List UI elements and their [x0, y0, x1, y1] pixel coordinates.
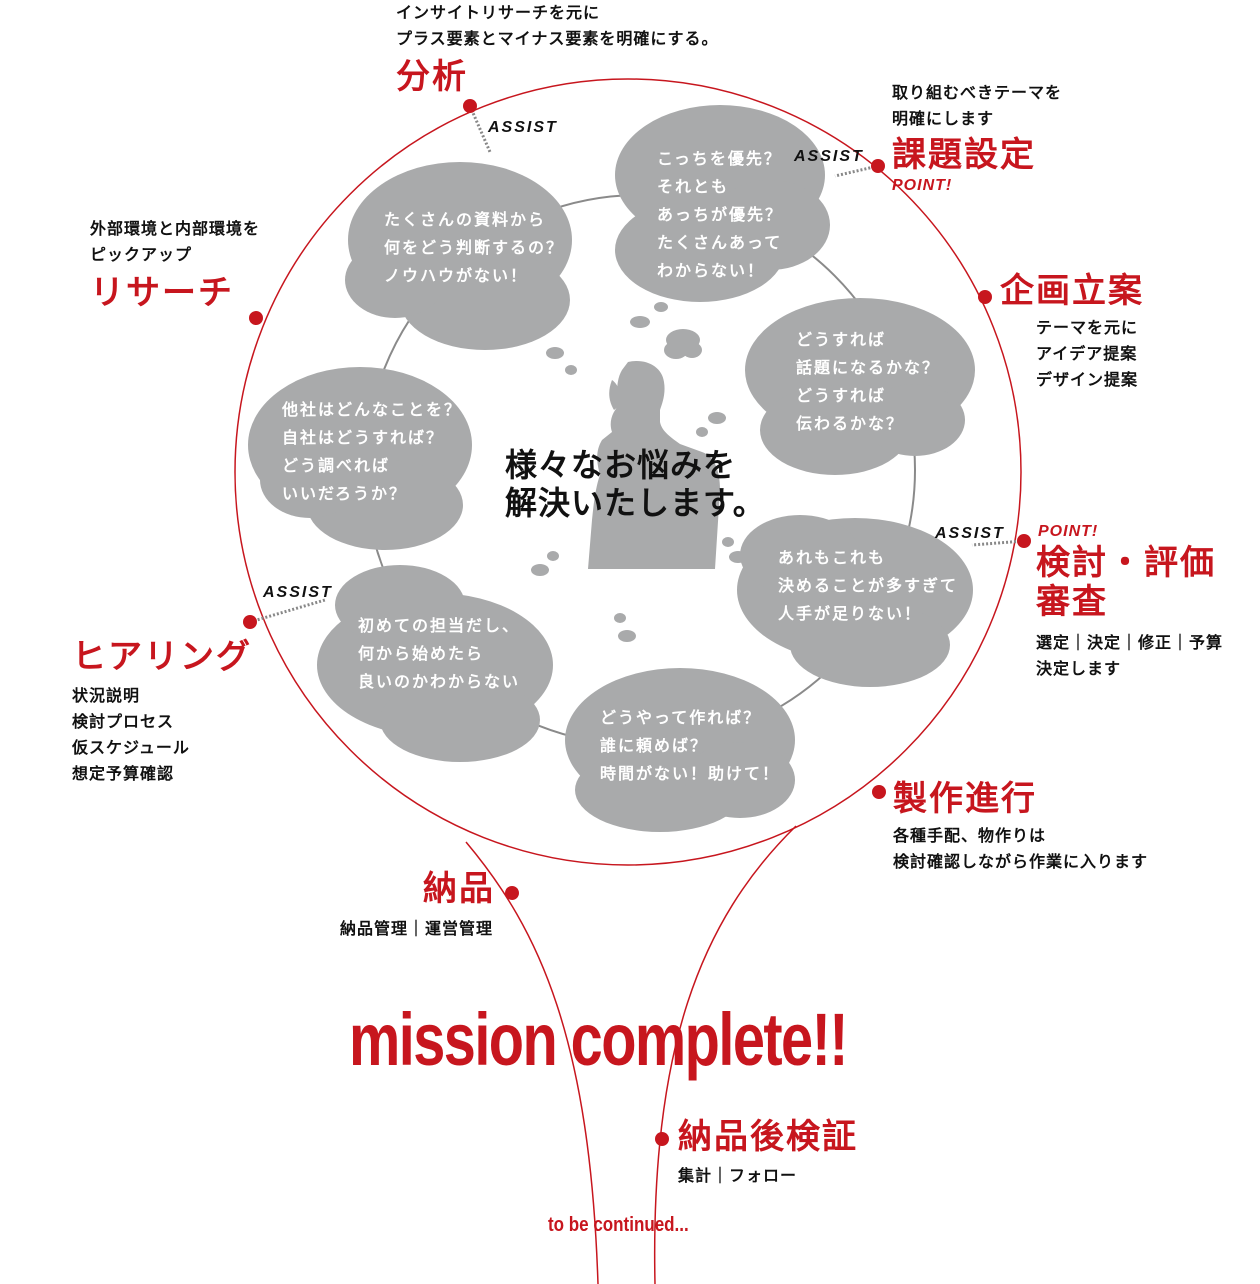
stage-seisaku: 製作進行 各種手配、物作りは 検討確認しながら作業に入ります — [893, 780, 1148, 875]
mission-complete-heading: mission complete!! — [349, 997, 847, 1082]
stage-desc-line: デザイン提案 — [1036, 367, 1144, 393]
stage-kensho: 納品後検証 集計｜フォロー — [678, 1118, 858, 1189]
bubble-line: わからない！ — [657, 257, 783, 285]
stage-title-research: リサーチ — [90, 274, 260, 313]
bubble-line: 伝わるかな？ — [796, 410, 940, 438]
bubble-text-priority: こっちを優先？ それとも あっちが優先？ たくさんあって わからない！ — [657, 145, 783, 285]
point-badge-kadai: POINT! — [892, 177, 952, 195]
bubble-line: 決めることが多すぎて — [778, 572, 958, 600]
stage-desc-line: 選定｜決定｜修正｜予算 — [1036, 630, 1223, 656]
bubble-line: 初めての担当だし、 — [358, 612, 520, 640]
stage-dot-kikaku — [978, 290, 992, 304]
stage-title-kensho: 納品後検証 — [678, 1118, 858, 1157]
bubble-line: 自社はどうすれば？ — [282, 424, 462, 452]
bubble-line: 誰に頼めば？ — [600, 732, 780, 760]
center-message: 様々なお悩みを 解決いたします。 — [505, 446, 766, 522]
bubble-line: どうすれば — [796, 326, 940, 354]
stage-research: 外部環境と内部環境を ピックアップ リサーチ — [90, 216, 260, 313]
stage-kadai: 取り組むべきテーマを 明確にします 課題設定 — [892, 80, 1062, 175]
bubble-line: 何から始めたら — [358, 640, 520, 668]
bubble-line: たくさんの資料から — [384, 206, 564, 234]
bubble-line: あれもこれも — [778, 544, 958, 572]
stage-dot-nouhin — [505, 886, 519, 900]
stage-dot-seisaku — [872, 785, 886, 799]
stage-desc-line: アイデア提案 — [1036, 341, 1144, 367]
brain-icon — [664, 329, 702, 359]
bubble-line: 何をどう判断するの？ — [384, 234, 564, 262]
stage-desc-line: 想定予算確認 — [72, 761, 252, 787]
center-message-line: 解決いたします。 — [505, 484, 766, 522]
stage-desc-line: 検討確認しながら作業に入ります — [893, 849, 1148, 875]
assist-label-kentou: ASSIST — [935, 525, 1005, 543]
bubble-line: どうやって作れば？ — [600, 704, 780, 732]
stage-dot-kadai — [871, 159, 885, 173]
stage-title-seisaku: 製作進行 — [893, 780, 1148, 819]
stage-desc-line: 決定します — [1036, 656, 1223, 682]
stage-kentou: 検討・評価 審査 選定｜決定｜修正｜予算 決定します — [1036, 544, 1223, 682]
bubble-line: あっちが優先？ — [657, 201, 783, 229]
bubble-line: どうすれば — [796, 382, 940, 410]
stage-dot-kentou — [1017, 534, 1031, 548]
stage-desc-line: 仮スケジュール — [72, 735, 252, 761]
stage-hearing: ヒアリング 状況説明 検討プロセス 仮スケジュール 想定予算確認 — [72, 638, 252, 787]
assist-label-bunseki: ASSIST — [488, 119, 558, 137]
stage-desc-line: 外部環境と内部環境を — [90, 216, 260, 242]
stage-desc-line: プラス要素とマイナス要素を明確にする。 — [396, 26, 719, 52]
stage-title-nouhin: 納品 — [423, 870, 495, 909]
bubble-line: 他社はどんなことを？ — [282, 396, 462, 424]
bubble-text-topic: どうすれば 話題になるかな？ どうすれば 伝わるかな？ — [796, 326, 940, 438]
stage-desc-line: 取り組むべきテーマを — [892, 80, 1062, 106]
stage-title-bunseki: 分析 — [396, 58, 719, 97]
stage-title-hearing: ヒアリング — [72, 638, 252, 677]
bubble-text-others: 他社はどんなことを？ 自社はどうすれば？ どう調べれば いいだろうか？ — [282, 396, 462, 508]
assist-connector-bunseki — [470, 106, 490, 152]
stage-nouhin: 納品 — [423, 870, 495, 909]
stage-dot-research — [249, 311, 263, 325]
bubble-line: いいだろうか？ — [282, 480, 462, 508]
stage-dot-kensho — [655, 1132, 669, 1146]
bubble-line: 人手が足りない！ — [778, 600, 958, 628]
point-badge-kentou: POINT! — [1038, 523, 1098, 541]
stage-title-kikaku: 企画立案 — [1000, 272, 1144, 311]
bubble-text-decide: あれもこれも 決めることが多すぎて 人手が足りない！ — [778, 544, 958, 628]
stage-desc-line: 納品管理｜運営管理 — [340, 916, 493, 942]
bubble-line: こっちを優先？ — [657, 145, 783, 173]
bubble-line: 話題になるかな？ — [796, 354, 940, 382]
bubble-line: どう調べれば — [282, 452, 462, 480]
stage-title-kadai: 課題設定 — [892, 136, 1062, 175]
stage-desc-line: ピックアップ — [90, 242, 260, 268]
bubble-line: 良いのかわからない — [358, 668, 520, 696]
stage-desc-line: テーマを元に — [1036, 315, 1144, 341]
assist-label-hearing: ASSIST — [263, 584, 333, 602]
bubble-line: 時間がない！助けて！ — [600, 760, 780, 788]
bubble-text-make: どうやって作れば？ 誰に頼めば？ 時間がない！助けて！ — [600, 704, 780, 788]
bubble-line: それとも — [657, 173, 783, 201]
stage-nouhin-desc: 納品管理｜運営管理 — [340, 916, 493, 942]
to-be-continued-text: to be continued... — [548, 1214, 689, 1237]
assist-label-kadai: ASSIST — [794, 148, 864, 166]
stage-bunseki: インサイトリサーチを元に プラス要素とマイナス要素を明確にする。 分析 — [396, 0, 719, 97]
center-message-line: 様々なお悩みを — [505, 446, 766, 484]
stage-dot-hearing — [243, 615, 257, 629]
stage-desc-line: 明確にします — [892, 106, 1062, 132]
bubble-line: ノウハウがない！ — [384, 262, 564, 290]
bubble-line: たくさんあって — [657, 229, 783, 257]
stage-title-kentou-line1: 検討・評価 — [1036, 544, 1223, 583]
assist-connector-hearing — [250, 600, 325, 622]
stage-dot-bunseki — [463, 99, 477, 113]
stage-desc-line: 各種手配、物作りは — [893, 823, 1148, 849]
bubble-text-first: 初めての担当だし、 何から始めたら 良いのかわからない — [358, 612, 520, 696]
bubble-text-material: たくさんの資料から 何をどう判断するの？ ノウハウがない！ — [384, 206, 564, 290]
stage-desc-line: インサイトリサーチを元に — [396, 0, 719, 26]
stage-desc-line: 状況説明 — [72, 683, 252, 709]
stage-title-kentou-line2: 審査 — [1036, 583, 1223, 622]
stage-desc-line: 検討プロセス — [72, 709, 252, 735]
stage-desc-line: 集計｜フォロー — [678, 1163, 858, 1189]
stage-kikaku: 企画立案 テーマを元に アイデア提案 デザイン提案 — [1000, 272, 1144, 393]
